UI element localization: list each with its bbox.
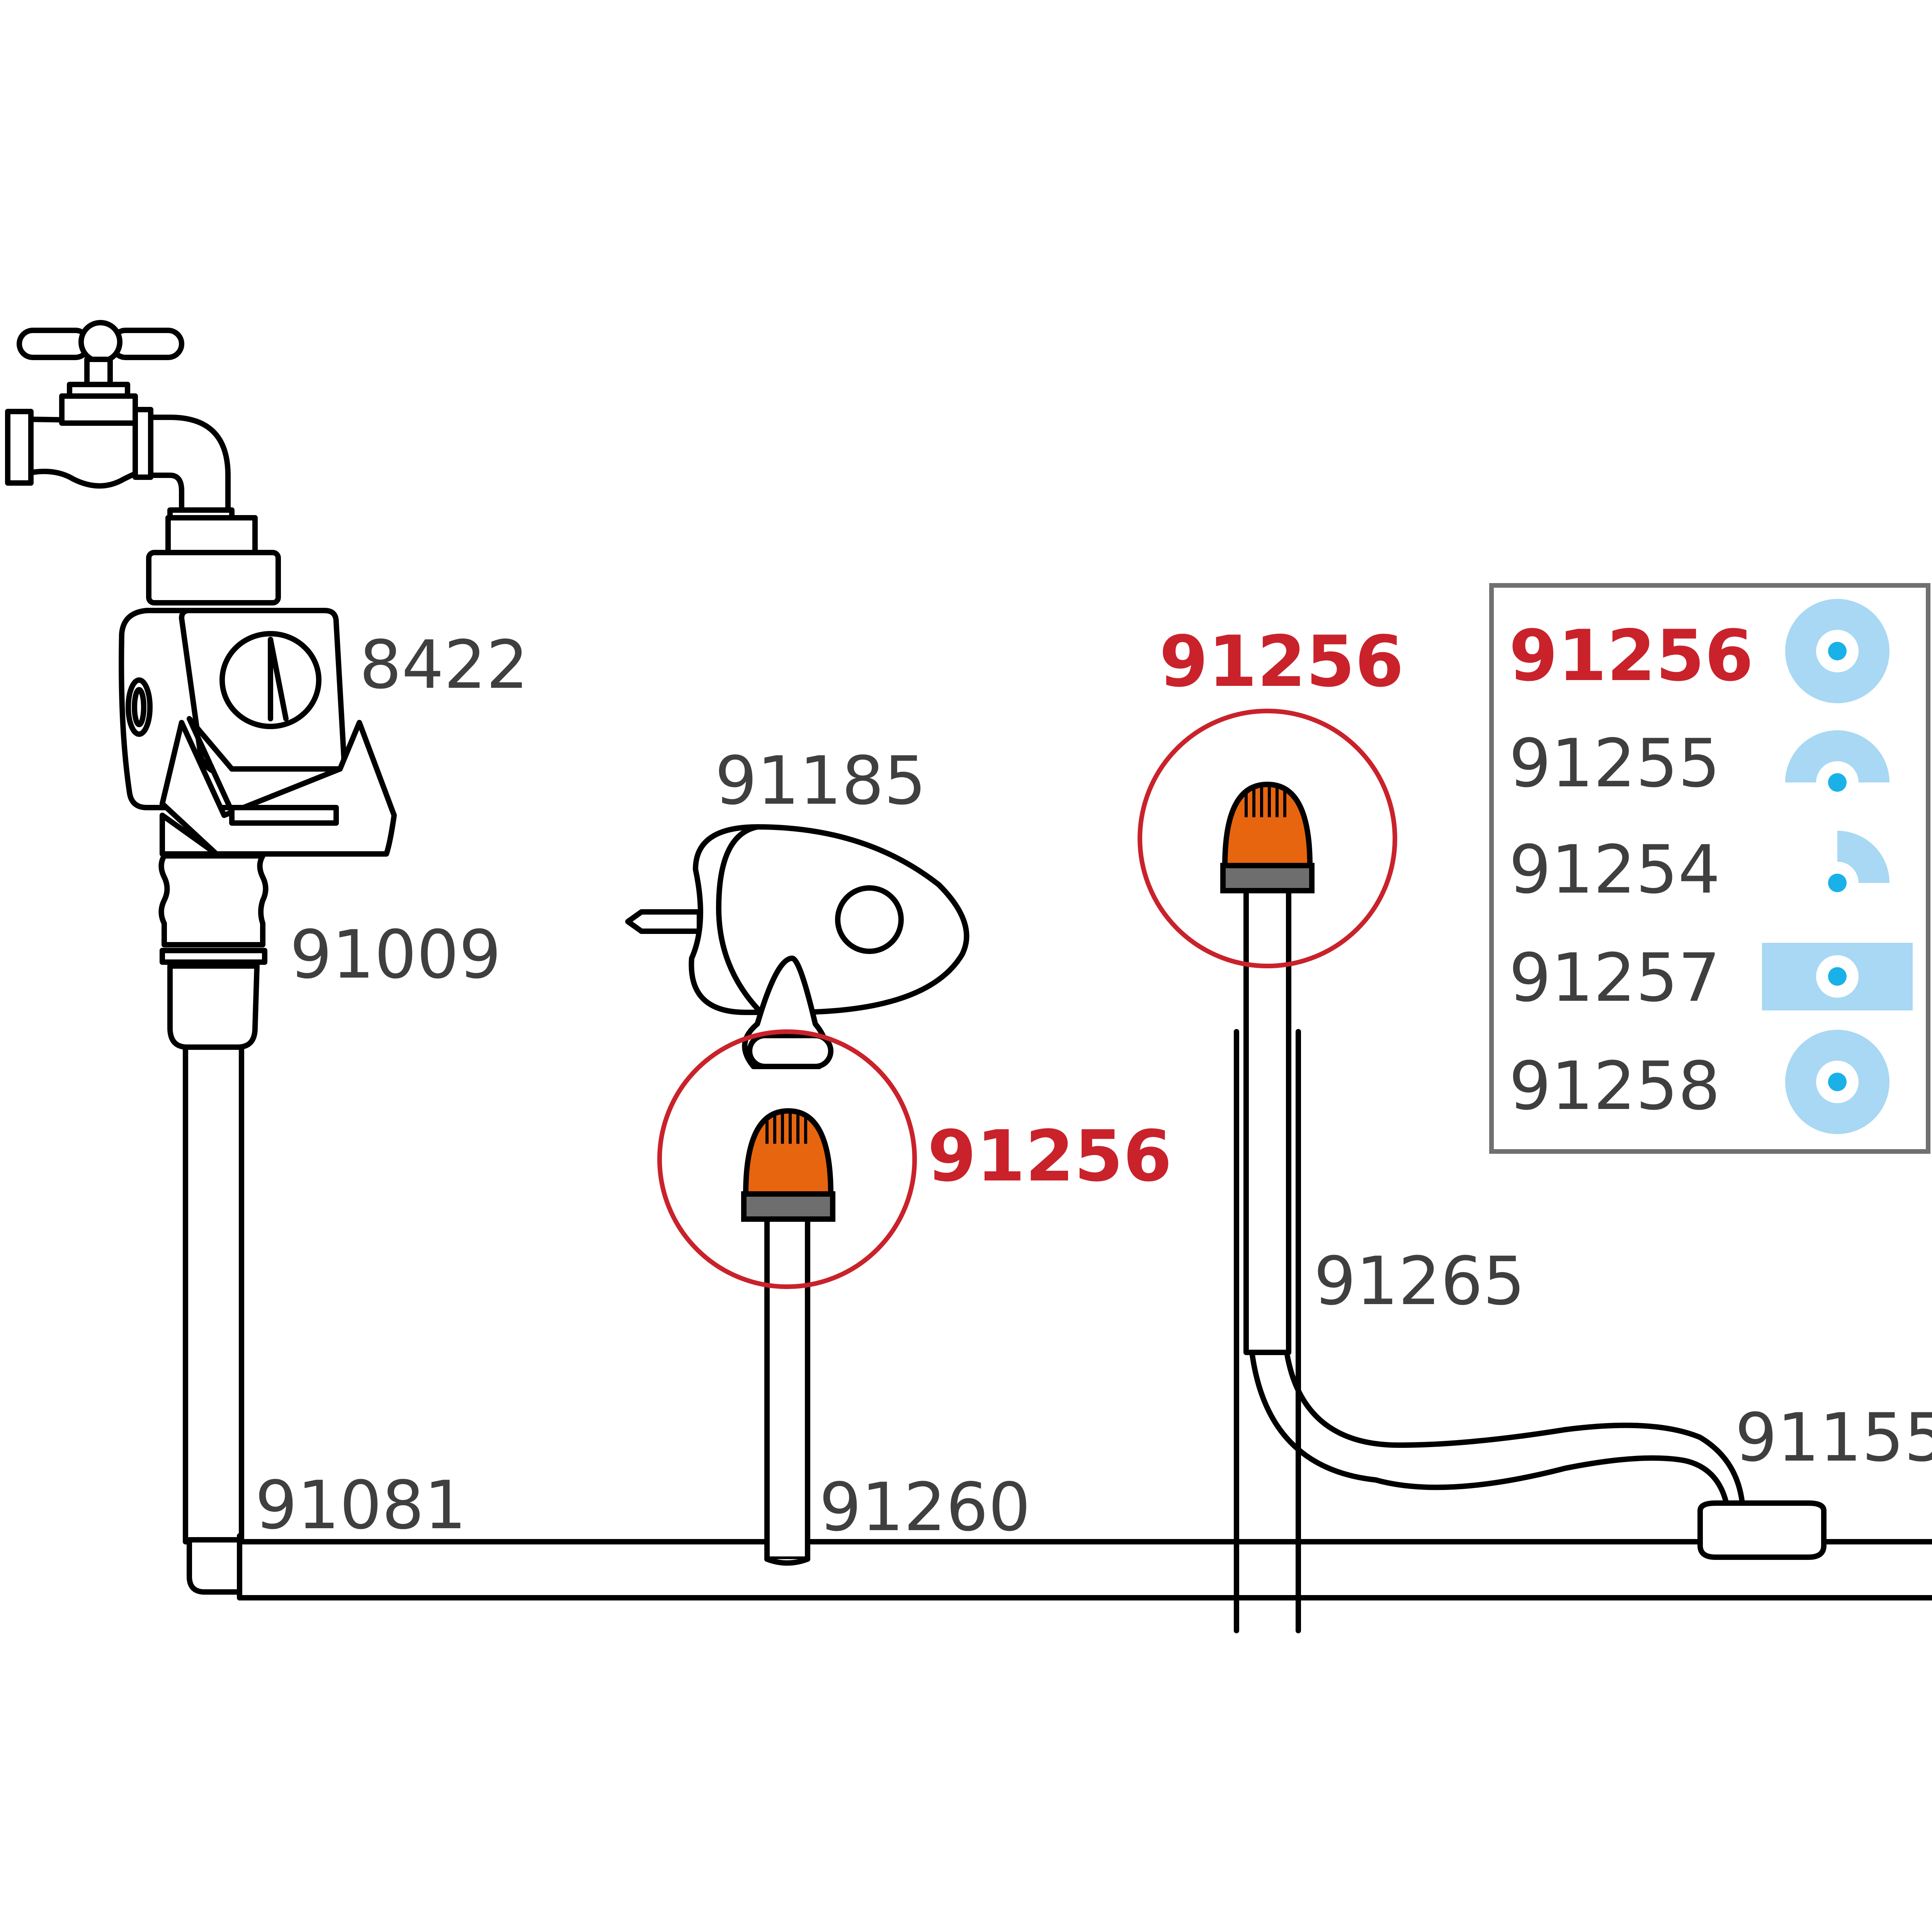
support-stake-icon xyxy=(625,824,969,1069)
label-stake: 91185 xyxy=(715,742,926,820)
strip-pattern-icon xyxy=(1762,943,1913,1010)
vertical-supply-pipe xyxy=(183,1044,244,1600)
highlight-circle-mid xyxy=(657,1029,917,1289)
label-hose-connector: 91155 xyxy=(1735,1399,1932,1476)
legend-code-2: 91255 xyxy=(1509,724,1720,802)
half-circle-pattern-icon xyxy=(1785,730,1889,792)
hose-connector-icon xyxy=(1697,1500,1827,1560)
label-tap-connector: 91009 xyxy=(290,916,501,993)
full-circle-large-pattern-icon xyxy=(1785,1030,1889,1134)
riser-short xyxy=(764,1214,810,1566)
legend-code-4: 91257 xyxy=(1509,939,1720,1017)
highlight-circle-top xyxy=(1138,709,1397,968)
dripper-nozzle-icon-top xyxy=(1220,781,1315,893)
spray-pattern-legend: 91256 91255 91254 91257 91258 xyxy=(1489,583,1930,1154)
garden-tap-icon xyxy=(5,320,258,559)
legend-code-1: 91256 xyxy=(1509,615,1753,697)
label-dripper-top: 91256 xyxy=(1159,621,1404,702)
label-riser-short: 91260 xyxy=(819,1468,1031,1546)
dripper-nozzle-icon xyxy=(741,1108,835,1222)
main-pipe xyxy=(237,1539,1932,1600)
label-dripper-mid: 91256 xyxy=(927,1115,1172,1197)
full-circle-pattern-icon xyxy=(1785,599,1889,703)
water-timer-icon xyxy=(119,550,397,857)
label-elbow: 91081 xyxy=(255,1466,466,1544)
label-timer: 8422 xyxy=(359,626,529,704)
quarter-circle-pattern-icon xyxy=(1828,831,1889,892)
legend-code-3: 91254 xyxy=(1509,831,1720,908)
flexible-hose xyxy=(1249,1350,1745,1510)
legend-code-5: 91258 xyxy=(1509,1047,1720,1125)
label-riser-tall: 91265 xyxy=(1314,1242,1525,1320)
riser-tall xyxy=(1234,882,1301,1633)
tap-connector-icon xyxy=(158,853,269,1050)
